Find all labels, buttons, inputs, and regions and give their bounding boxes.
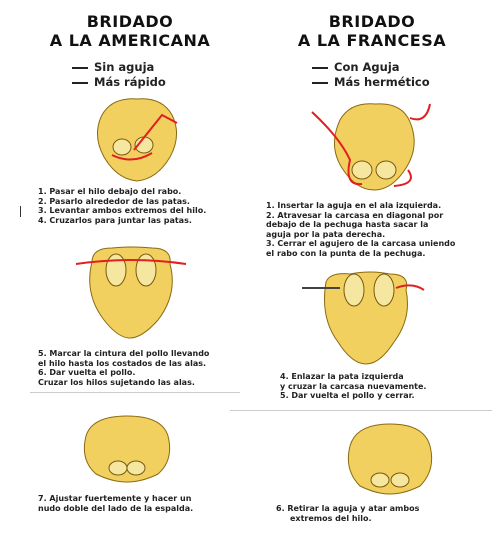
step-line: aguja por la pata derecha. xyxy=(266,229,386,239)
step-line: 5. Marcar la cintura del pollo llevando xyxy=(38,349,210,358)
right-steps-2: 4. Enlazar la pata izquierda y cruzar la… xyxy=(280,372,480,401)
right-steps-1: 1. Insertar la aguja en el ala izquierda… xyxy=(266,201,481,259)
step-line: 6. Dar vuelta el pollo. xyxy=(38,368,136,378)
dash-icon xyxy=(312,66,328,69)
chicken-illustration-left-2 xyxy=(75,246,187,339)
right-title-line2: A LA FRANCESA xyxy=(297,31,447,50)
step-line: 4. Enlazar la pata izquierda xyxy=(280,372,404,381)
chicken-illustration-left-3 xyxy=(83,415,171,483)
right-bullet-1: Con Aguja xyxy=(334,60,400,74)
step-line: 5. Dar vuelta el pollo y cerrar. xyxy=(280,391,415,401)
step-line: el rabo con la punta de la pechuga. xyxy=(266,248,426,258)
dash-icon xyxy=(312,81,328,84)
step-line: extremos del hilo. xyxy=(290,513,372,523)
step-line: 3. Cerrar el agujero de la carcasa unien… xyxy=(266,239,456,249)
left-steps-2: 5. Marcar la cintura del pollo llevando … xyxy=(38,349,243,387)
step-line: nudo doble del lado de la espalda. xyxy=(38,503,194,513)
right-title-line1: BRIDADO xyxy=(328,12,416,31)
left-bullets: Sin aguja Más rápido xyxy=(72,60,166,90)
right-title: BRIDADO A LA FRANCESA xyxy=(272,12,472,50)
right-bullet-2: Más hermético xyxy=(334,75,430,89)
left-title-line2: A LA AMERICANA xyxy=(49,31,211,50)
step-line: 2. Pasarlo alrededor de las patas. xyxy=(38,196,190,206)
dash-icon xyxy=(72,66,88,69)
step-line: 7. Ajustar fuertemente y hacer un xyxy=(38,494,192,503)
step-line: 1. Insertar la aguja en el ala izquierda… xyxy=(266,201,442,210)
divider-left xyxy=(30,392,240,393)
step-line: 6. Retirar la aguja y atar ambos xyxy=(276,504,420,513)
step-line: el hilo hasta los costados de las alas. xyxy=(38,358,207,368)
chicken-illustration-right-1 xyxy=(311,103,431,191)
step-line: 3. Levantar ambos extremos del hilo. xyxy=(38,206,207,216)
divider-right xyxy=(230,410,492,411)
left-steps-3: 7. Ajustar fuertemente y hacer un nudo d… xyxy=(38,494,238,513)
left-steps-1: 1. Pasar el hilo debajo del rabo. 2. Pas… xyxy=(38,187,238,225)
step-line: 1. Pasar el hilo debajo del rabo. xyxy=(38,187,182,196)
left-bullet-2: Más rápido xyxy=(94,75,166,89)
left-title: BRIDADO A LA AMERICANA xyxy=(30,12,230,50)
step-line: y cruzar la carcasa nuevamente. xyxy=(280,381,427,391)
dash-icon xyxy=(72,81,88,84)
text-cursor xyxy=(20,206,21,217)
right-bullets: Con Aguja Más hermético xyxy=(312,60,430,90)
right-steps-3: 6. Retirar la aguja y atar ambos extremo… xyxy=(276,504,476,523)
step-line: Cruzar los hilos sujetando las alas. xyxy=(38,377,195,387)
step-line: debajo de la pechuga hasta sacar la xyxy=(266,220,429,230)
step-line: 2. Atravesar la carcasa en diagonal por xyxy=(266,210,444,220)
left-bullet-1: Sin aguja xyxy=(94,60,155,74)
step-line: 4. Cruzarlos para juntar las patas. xyxy=(38,215,192,225)
left-title-line1: BRIDADO xyxy=(86,12,174,31)
chicken-illustration-right-3 xyxy=(347,423,433,495)
chicken-illustration-left-1 xyxy=(97,98,178,182)
chicken-illustration-right-2 xyxy=(302,271,425,365)
